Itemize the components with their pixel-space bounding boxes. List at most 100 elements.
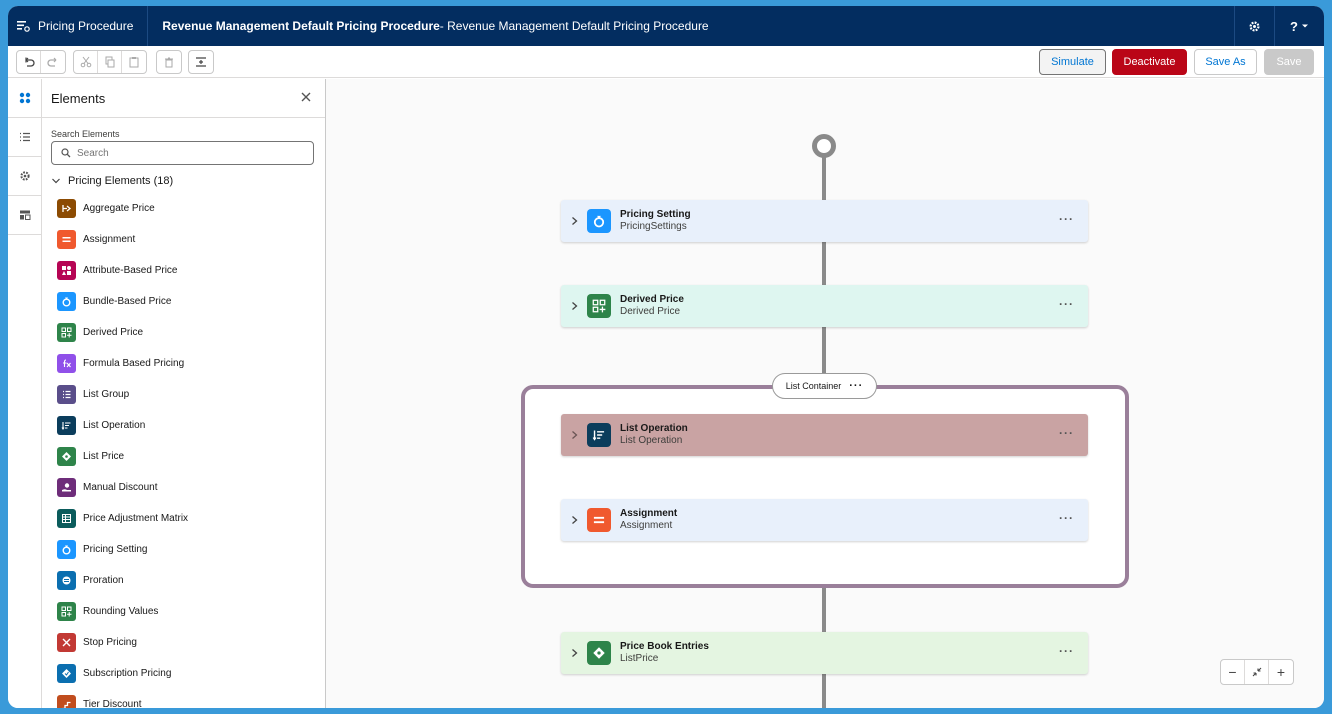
aggregate-icon — [57, 199, 76, 218]
node-derived-price[interactable]: Derived Price Derived Price ··· — [561, 285, 1088, 327]
undo-button[interactable] — [17, 51, 41, 73]
bag-icon — [57, 540, 76, 559]
gear-icon — [20, 171, 30, 181]
close-icon[interactable] — [299, 90, 313, 104]
zoom-controls: − + — [1220, 659, 1294, 685]
element-label: Proration — [83, 575, 124, 586]
elements-list: Aggregate Price Assignment Attribute-Bas… — [42, 193, 325, 708]
list-item[interactable]: List Group — [42, 379, 325, 410]
delete-button[interactable] — [157, 51, 181, 73]
grid-icon — [57, 602, 76, 621]
deactivate-button[interactable]: Deactivate — [1112, 49, 1187, 75]
more-options-icon[interactable]: ··· — [849, 380, 864, 392]
list-container-label[interactable]: List Container ··· — [772, 373, 877, 399]
rail-layout-tab[interactable] — [8, 196, 42, 235]
node-pricing-setting[interactable]: Pricing Setting PricingSettings ··· — [561, 200, 1088, 242]
trash-icon — [165, 57, 173, 68]
list-item[interactable]: Bundle-Based Price — [42, 286, 325, 317]
more-options-icon[interactable]: ··· — [1059, 297, 1074, 311]
paste-button[interactable] — [122, 51, 146, 73]
copy-button[interactable] — [98, 51, 122, 73]
list-icon — [57, 385, 76, 404]
node-text: Assignment Assignment — [620, 508, 677, 532]
pricing-elements-group-label: Pricing Elements (18) — [68, 175, 174, 187]
node-assignment[interactable]: Assignment Assignment ··· — [561, 499, 1088, 541]
list-item[interactable]: Pricing Setting — [42, 534, 325, 565]
list-item[interactable]: List Operation — [42, 410, 325, 441]
element-label: Assignment — [83, 234, 136, 245]
settings-button[interactable] — [1234, 6, 1274, 46]
list-item[interactable]: Proration — [42, 565, 325, 596]
list-item[interactable]: Price Adjustment Matrix — [42, 503, 325, 534]
more-options-icon[interactable]: ··· — [1059, 511, 1074, 525]
element-label: List Group — [83, 389, 130, 400]
shapes-icon — [57, 261, 76, 280]
gear-icon — [1249, 20, 1260, 32]
list-item[interactable]: Assignment — [42, 224, 325, 255]
fit-to-screen-button[interactable] — [1245, 660, 1269, 684]
rail-list-tab[interactable] — [8, 118, 42, 157]
simulate-button[interactable]: Simulate — [1039, 49, 1106, 75]
chevron-right-icon[interactable] — [570, 515, 579, 525]
chevron-right-icon[interactable] — [570, 301, 579, 311]
search-box[interactable] — [51, 141, 314, 165]
save-button[interactable]: Save — [1264, 49, 1314, 75]
elements-grid-icon — [19, 92, 31, 104]
search-input[interactable] — [77, 147, 297, 159]
chevron-right-icon[interactable] — [570, 648, 579, 658]
list-icon — [20, 132, 30, 142]
more-options-icon[interactable]: ··· — [1059, 426, 1074, 440]
list-item[interactable]: Formula Based Pricing — [42, 348, 325, 379]
fx-icon — [57, 354, 76, 373]
list-item[interactable]: Attribute-Based Price — [42, 255, 325, 286]
list-item[interactable]: Derived Price — [42, 317, 325, 348]
node-text: Derived Price Derived Price — [620, 294, 684, 318]
list-item[interactable]: Aggregate Price — [42, 193, 325, 224]
node-subtitle: PricingSettings — [620, 221, 687, 232]
start-node[interactable] — [812, 134, 836, 158]
matrix-icon — [57, 509, 76, 528]
list-item[interactable]: Subscription Pricing — [42, 658, 325, 689]
undo-icon — [24, 57, 35, 67]
tag-icon — [57, 447, 76, 466]
save-as-button[interactable]: Save As — [1194, 49, 1257, 75]
rail-elements-tab[interactable] — [8, 79, 42, 118]
list-item[interactable]: List Price — [42, 441, 325, 472]
cut-button[interactable] — [74, 51, 98, 73]
element-label: Bundle-Based Price — [83, 296, 172, 307]
grid-icon — [57, 323, 76, 342]
list-item[interactable]: Rounding Values — [42, 596, 325, 627]
tag-icon — [587, 641, 611, 665]
chevron-down-icon — [52, 178, 60, 184]
more-options-icon[interactable]: ··· — [1059, 644, 1074, 658]
list-item[interactable]: Stop Pricing — [42, 627, 325, 658]
clipboard-icon — [129, 57, 139, 68]
flow-canvas[interactable]: List Container ··· Pricing Setting Prici… — [326, 79, 1324, 708]
element-label: Derived Price — [83, 327, 144, 338]
x-icon — [57, 633, 76, 652]
copy-icon — [105, 56, 114, 68]
chevron-right-icon[interactable] — [570, 430, 579, 440]
pricing-elements-group-toggle[interactable]: Pricing Elements (18) — [51, 175, 325, 187]
redo-button[interactable] — [41, 51, 65, 73]
chevron-right-icon[interactable] — [570, 216, 579, 226]
zoom-out-button[interactable]: − — [1221, 660, 1245, 684]
header-actions: ? — [1234, 6, 1324, 46]
node-list-operation[interactable]: List Operation List Operation ··· — [561, 414, 1088, 456]
list-item[interactable]: Tier Discount — [42, 689, 325, 708]
list-item[interactable]: Manual Discount — [42, 472, 325, 503]
node-text: List Operation List Operation — [620, 423, 688, 447]
left-rail — [8, 79, 42, 708]
auto-layout-button[interactable] — [189, 51, 213, 73]
more-options-icon[interactable]: ··· — [1059, 212, 1074, 226]
element-label: Rounding Values — [83, 606, 159, 617]
node-price-book-entries[interactable]: Price Book Entries ListPrice ··· — [561, 632, 1088, 674]
element-label: List Price — [83, 451, 125, 462]
zoom-in-button[interactable]: + — [1269, 660, 1293, 684]
help-menu-button[interactable]: ? — [1274, 6, 1324, 46]
app-title: Pricing Procedure — [38, 19, 134, 33]
rail-settings-tab[interactable] — [8, 157, 42, 196]
delete-group — [156, 50, 182, 74]
layout-icon — [20, 210, 31, 220]
bag-icon — [587, 209, 611, 233]
